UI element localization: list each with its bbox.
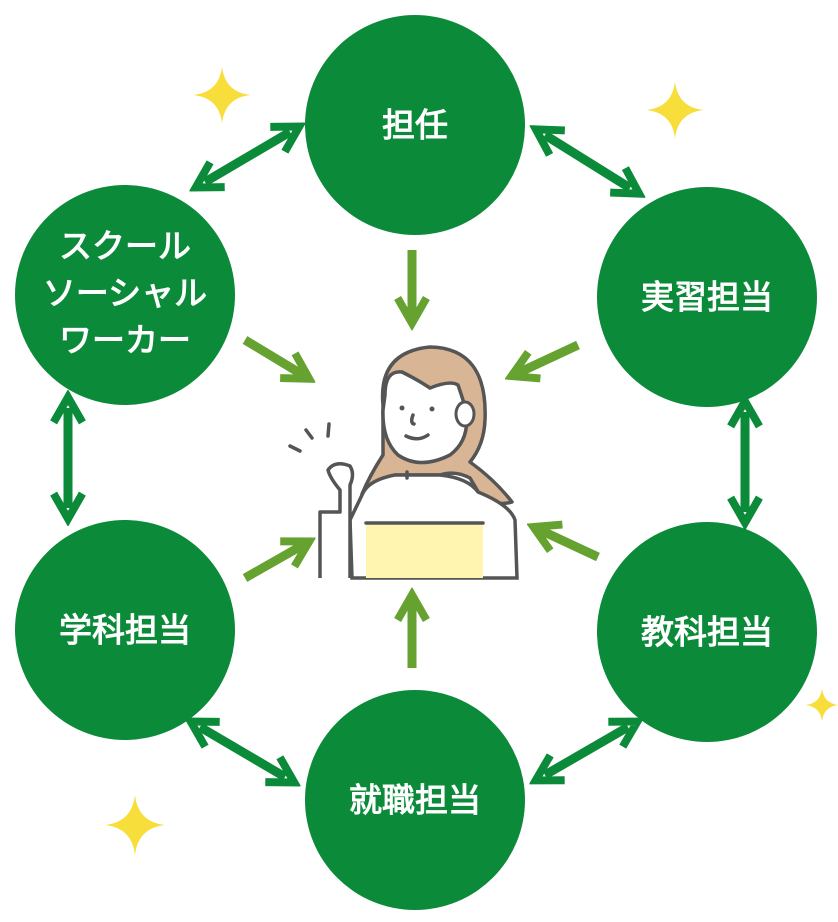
role-social-worker: スクール ソーシャル ワーカー	[15, 185, 235, 405]
inward-arrow-icon	[242, 336, 303, 375]
inward-arrow-icon	[518, 340, 580, 373]
role-label: ワーカー	[59, 321, 191, 360]
inward-arrow-icon	[242, 545, 303, 582]
role-career: 就職担当	[305, 690, 525, 910]
role-label: 学科担当	[59, 611, 191, 650]
role-label: 実習担当	[641, 278, 773, 317]
inward-arrow-icon	[540, 530, 600, 562]
role-practicum: 実習担当	[597, 187, 817, 407]
role-label: 教科担当	[641, 613, 773, 652]
role-subject: 教科担当	[597, 522, 817, 742]
sparkle-icon	[193, 66, 251, 124]
mutual-arrow-icon	[200, 727, 285, 777]
role-label: ソーシャル	[43, 274, 207, 313]
student-illustration	[288, 345, 519, 580]
role-label: 担任	[382, 106, 448, 145]
sparkle-icon	[646, 81, 704, 139]
role-label: 就職担当	[349, 781, 481, 820]
role-homeroom: 担任	[305, 15, 525, 235]
mutual-arrow-icon	[545, 135, 630, 188]
mutual-arrow-icon	[205, 132, 290, 182]
sparkle-icon	[805, 688, 838, 722]
role-department: 学科担当	[15, 520, 235, 740]
mutual-arrow-icon	[545, 727, 628, 775]
role-label: スクール	[59, 227, 191, 266]
sparkle-icon	[105, 795, 165, 855]
